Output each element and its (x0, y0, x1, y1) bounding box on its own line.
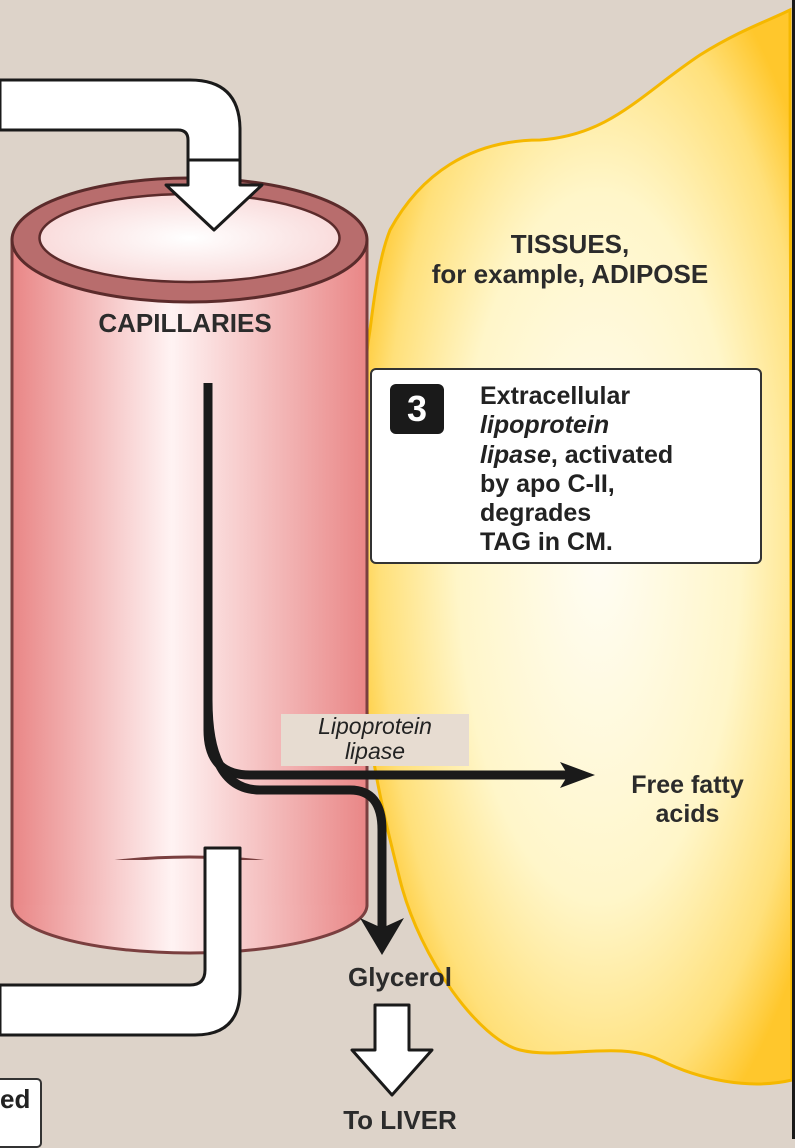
tissues-subtitle: for example, ADIPOSE (385, 260, 755, 290)
step-3-callout: 3 Extracellular lipoprotein lipase, acti… (370, 368, 762, 564)
cropped-callout-fragment: ed (0, 1078, 42, 1148)
callout-text: Extracellular lipoprotein lipase, activa… (480, 382, 760, 558)
callout-line-6: TAG in CM. (480, 528, 760, 557)
capillaries-label: CAPILLARIES (40, 309, 330, 339)
to-liver-arrow (352, 1005, 432, 1095)
step-number-badge: 3 (390, 384, 444, 434)
lpl-line-2: lipase (281, 739, 469, 764)
ffa-line-2: acids (595, 800, 780, 829)
tissues-label: TISSUES, for example, ADIPOSE (385, 230, 755, 290)
capillary-bottom-cover (14, 860, 366, 905)
tissues-title: TISSUES, (511, 229, 629, 259)
callout-line-5: degrades (480, 499, 760, 528)
lpl-line-1: Lipoprotein (281, 714, 469, 739)
callout-line-3-rest: , activated (551, 441, 673, 469)
to-liver-label: To LIVER (290, 1106, 510, 1136)
lipoprotein-lipase-label: Lipoprotein lipase (281, 714, 469, 766)
free-fatty-acids-label: Free fatty acids (595, 771, 780, 829)
cropped-callout-text: ed (0, 1084, 30, 1115)
callout-line-3-italic: lipase (480, 441, 551, 469)
capillary-body (12, 240, 367, 905)
glycerol-label: Glycerol (300, 963, 500, 993)
callout-line-4: by apo C-II, (480, 470, 760, 499)
ffa-line-1: Free fatty (595, 771, 780, 800)
callout-line-2: lipoprotein (480, 411, 609, 439)
callout-line-1: Extracellular (480, 382, 760, 411)
